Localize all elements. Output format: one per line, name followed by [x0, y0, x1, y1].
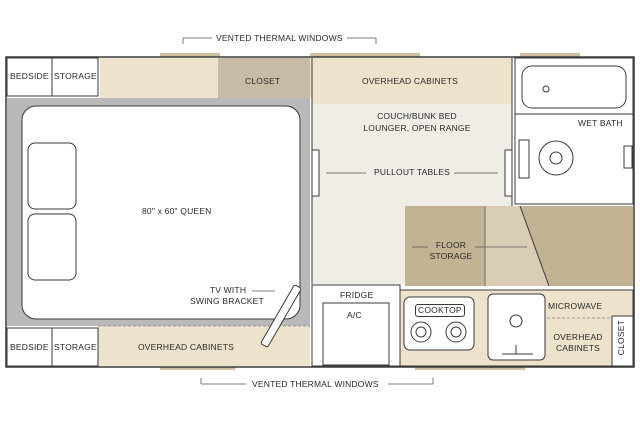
closet-top-area	[218, 58, 310, 98]
closet-top-label: CLOSET	[245, 76, 281, 86]
queen-bed-label: 80" x 60" QUEEN	[142, 206, 212, 216]
pullout-tables-label: PULLOUT TABLES	[374, 167, 451, 177]
floor-storage-step	[485, 206, 549, 286]
bath-sink	[521, 65, 627, 109]
pillow-top	[27, 142, 77, 210]
tv-swing-bracket	[260, 284, 302, 348]
floor-storage-label-line2: STORAGE	[429, 251, 473, 261]
toilet-tank	[518, 139, 530, 179]
pillow-bottom	[27, 213, 77, 281]
overhead-cabinets-right-line1: OVERHEAD	[553, 332, 603, 342]
fridge-label: FRIDGE	[340, 290, 374, 300]
bedside-top-box	[6, 57, 53, 97]
storage-top-label: STORAGE	[54, 71, 97, 81]
bath-door	[623, 145, 633, 169]
closet-right-label: CLOSET	[616, 320, 626, 356]
tv-label-line2: SWING BRACKET	[190, 296, 264, 306]
burner-left-inner	[415, 326, 427, 338]
window-bar-top-3	[520, 53, 580, 58]
faucet	[542, 85, 550, 93]
mattress	[21, 105, 301, 320]
sink-drain	[509, 314, 523, 328]
pullout-table-right	[504, 149, 513, 197]
microwave-label: MICROWAVE	[548, 301, 603, 311]
toilet-seat	[549, 151, 563, 165]
window-bar-top-2	[310, 53, 420, 58]
bedside-bottom-label: BEDSIDE	[10, 342, 49, 352]
bedside-bottom-box	[6, 327, 53, 367]
couch-bunk-bed-label: COUCH/BUNK BED	[377, 111, 457, 121]
ac-unit	[322, 302, 390, 366]
floor-storage-wedge	[520, 206, 633, 286]
overhead-cabinets-mid-area	[312, 58, 512, 104]
vented-windows-bottom-label: VENTED THERMAL WINDOWS	[252, 379, 379, 389]
overhead-cabinets-bottom-label: OVERHEAD CABINETS	[138, 342, 234, 352]
closet-right-box	[611, 315, 634, 367]
burner-right-inner	[450, 326, 462, 338]
wet-bath-label: WET BATH	[578, 118, 623, 128]
lounger-open-range-label: LOUNGER, OPEN RANGE	[363, 123, 471, 133]
storage-top-box	[51, 57, 99, 97]
pullout-table-left	[311, 149, 320, 197]
storage-bottom-box	[51, 327, 99, 367]
cooktop-label: COOKTOP	[415, 304, 465, 317]
overhead-cabinets-right-line2: CABINETS	[555, 343, 601, 353]
storage-bottom-label: STORAGE	[54, 342, 97, 352]
tv-label-line1: TV WITH	[209, 285, 247, 295]
floor-storage-label-line1: FLOOR	[435, 240, 467, 250]
overhead-cabinets-top-label: OVERHEAD CABINETS	[362, 76, 458, 86]
window-bar-top-1	[160, 53, 220, 58]
bedside-top-label: BEDSIDE	[10, 71, 49, 81]
vented-windows-top-label: VENTED THERMAL WINDOWS	[216, 33, 343, 43]
ac-label: A/C	[347, 310, 362, 320]
